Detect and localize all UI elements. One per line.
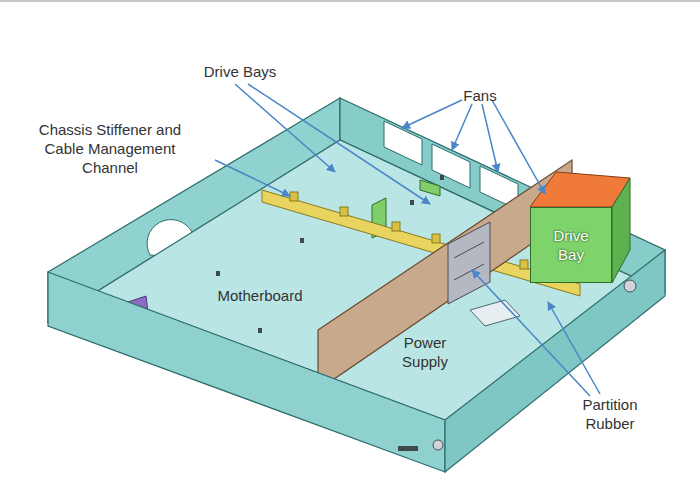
leader-line bbox=[215, 160, 290, 196]
part-label: Drive Bays bbox=[185, 62, 295, 81]
stud bbox=[410, 200, 414, 205]
fan-opening bbox=[432, 144, 470, 188]
stud bbox=[216, 271, 220, 276]
right-wall bbox=[445, 250, 665, 472]
drive-bracket bbox=[420, 180, 440, 196]
part-label: Chassis Stiffener and Cable Management C… bbox=[33, 120, 187, 177]
channel-tab bbox=[432, 234, 440, 243]
wall-connector bbox=[624, 280, 636, 292]
leader-line bbox=[452, 104, 472, 150]
front-wall bbox=[48, 272, 445, 472]
rubber-slot bbox=[454, 242, 484, 258]
leader-line bbox=[472, 270, 590, 396]
partition-rubber-plate bbox=[448, 222, 490, 304]
channel-tab bbox=[340, 207, 348, 216]
stud bbox=[440, 175, 444, 180]
node-text: Drive Bay bbox=[540, 226, 602, 264]
frame-line bbox=[0, 0, 700, 2]
chassis-screw bbox=[433, 440, 443, 450]
vent-slot bbox=[398, 446, 418, 451]
drive-bay-box: Drive Bay bbox=[530, 207, 612, 283]
leader-line bbox=[402, 100, 462, 128]
leader-line bbox=[248, 84, 430, 204]
leader-line bbox=[492, 100, 545, 194]
leader-line bbox=[482, 104, 498, 172]
part-label: Partition Rubber bbox=[568, 395, 652, 433]
drive-bay-side bbox=[612, 178, 630, 283]
channel-tab bbox=[290, 192, 298, 201]
channel-tab bbox=[392, 222, 400, 231]
part-label: Power Supply bbox=[395, 333, 455, 371]
leader-line bbox=[235, 84, 335, 172]
channel-tab bbox=[520, 260, 528, 269]
stud bbox=[300, 238, 304, 243]
part-label: Fans bbox=[450, 86, 510, 105]
stud bbox=[258, 328, 262, 333]
part-label: Motherboard bbox=[205, 286, 315, 305]
leader-line bbox=[548, 302, 600, 394]
